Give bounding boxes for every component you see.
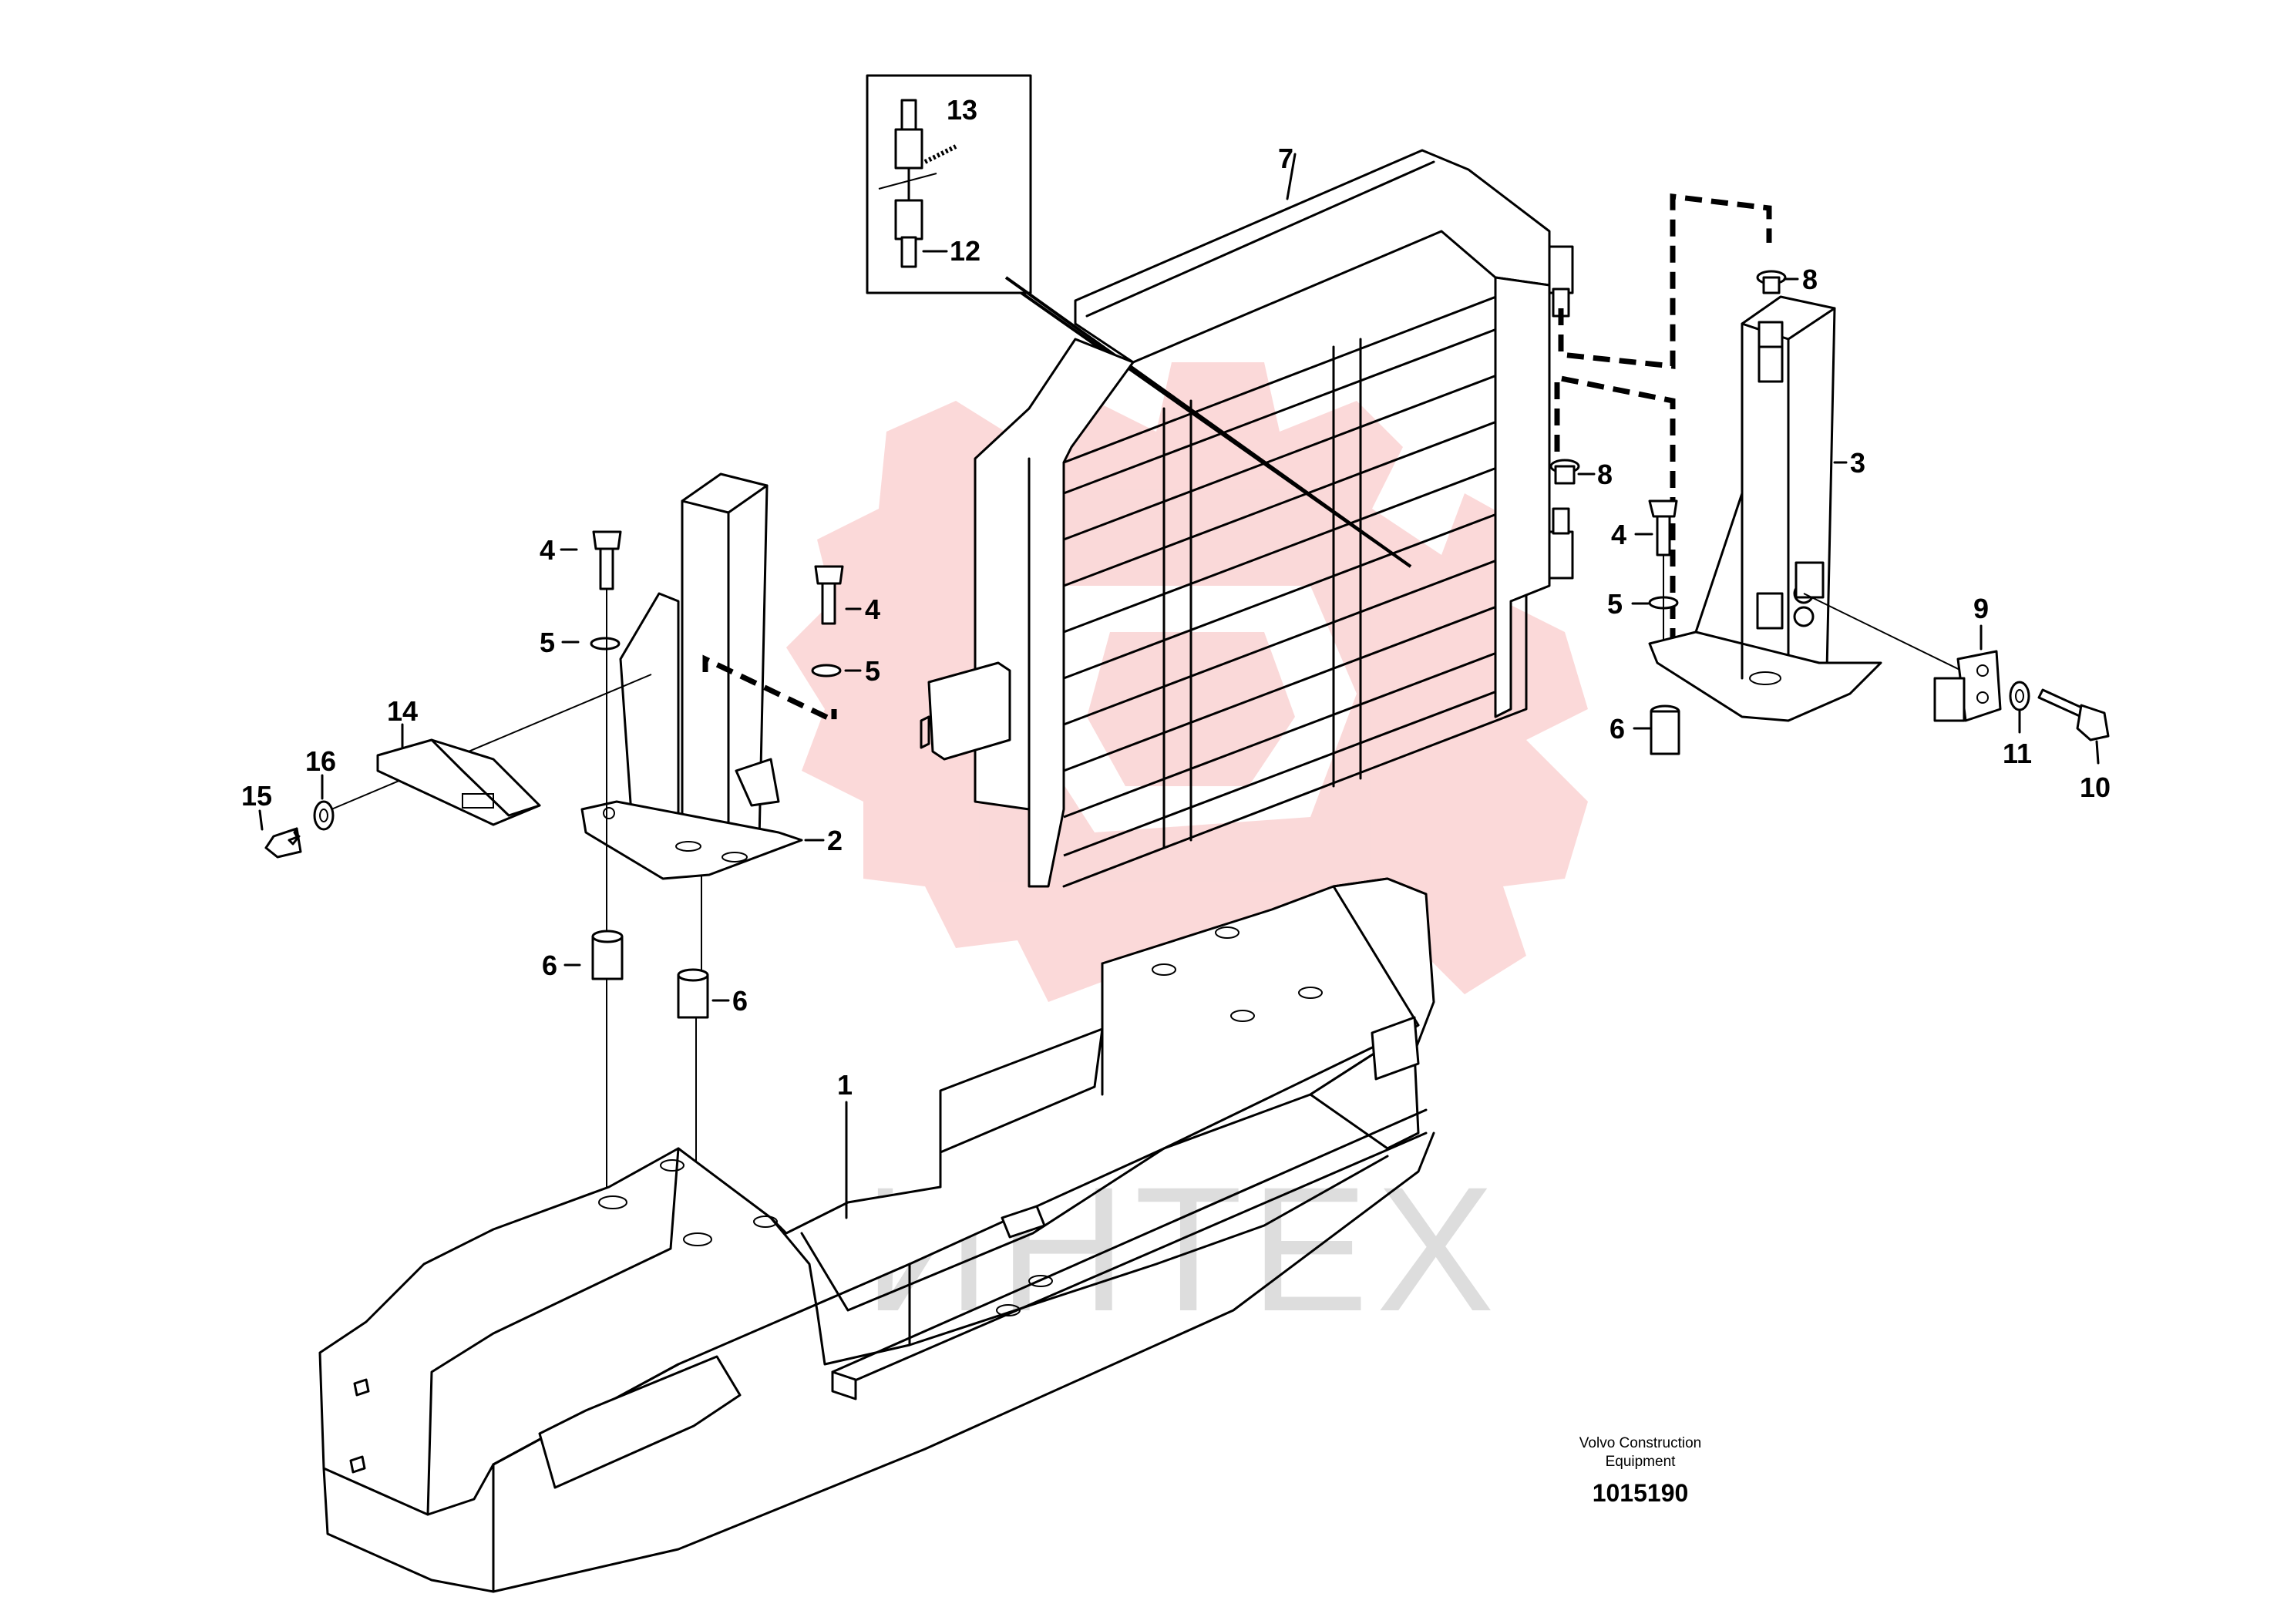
right-post: [1648, 270, 1882, 722]
reflector-14: [376, 738, 541, 826]
right-fasteners: [1648, 499, 1680, 755]
document-number: 1015190: [1593, 1479, 1689, 1507]
callout-6c: 6: [1610, 713, 1625, 745]
counterweight: [318, 877, 1435, 1593]
washer-16: [313, 800, 335, 831]
bolt-15: [264, 827, 302, 859]
callout-8a: 8: [1802, 264, 1818, 295]
left-fasteners: [590, 530, 844, 1233]
callout-4c: 4: [1611, 519, 1626, 550]
washer-11: [2009, 681, 2030, 711]
grille-guard: [920, 149, 1574, 888]
inset-detail-box: [866, 74, 1412, 568]
watermark-logo: [786, 362, 1588, 1025]
callout-6a: 6: [542, 950, 557, 981]
callout-10: 10: [2080, 772, 2111, 803]
credit-line-1: Volvo Construction: [1579, 1435, 1701, 1451]
callout-4b: 4: [865, 593, 880, 625]
callout-15: 15: [241, 780, 272, 812]
callout-3: 3: [1850, 447, 1865, 479]
callout-1: 1: [837, 1069, 853, 1101]
callout-12: 12: [950, 235, 980, 267]
callout-5b: 5: [865, 655, 880, 687]
credit-line-2: Equipment: [1606, 1454, 1677, 1470]
callout-14: 14: [387, 695, 418, 727]
left-post: [580, 472, 803, 880]
callout-13: 13: [947, 94, 977, 126]
callout-7: 7: [1278, 143, 1293, 174]
bolt-10: [2037, 688, 2110, 741]
callout-5c: 5: [1607, 588, 1623, 620]
callout-9: 9: [1973, 593, 1989, 624]
callout-5a: 5: [540, 627, 555, 658]
callout-8b: 8: [1597, 459, 1613, 490]
bushing-8-mid: [1549, 459, 1580, 485]
callout-16: 16: [305, 745, 336, 777]
callout-11: 11: [2003, 738, 2032, 769]
callout-6b: 6: [732, 985, 748, 1017]
callout-4a: 4: [540, 534, 555, 566]
callout-2: 2: [827, 825, 843, 856]
hinge-plate-9: [1933, 650, 2002, 722]
